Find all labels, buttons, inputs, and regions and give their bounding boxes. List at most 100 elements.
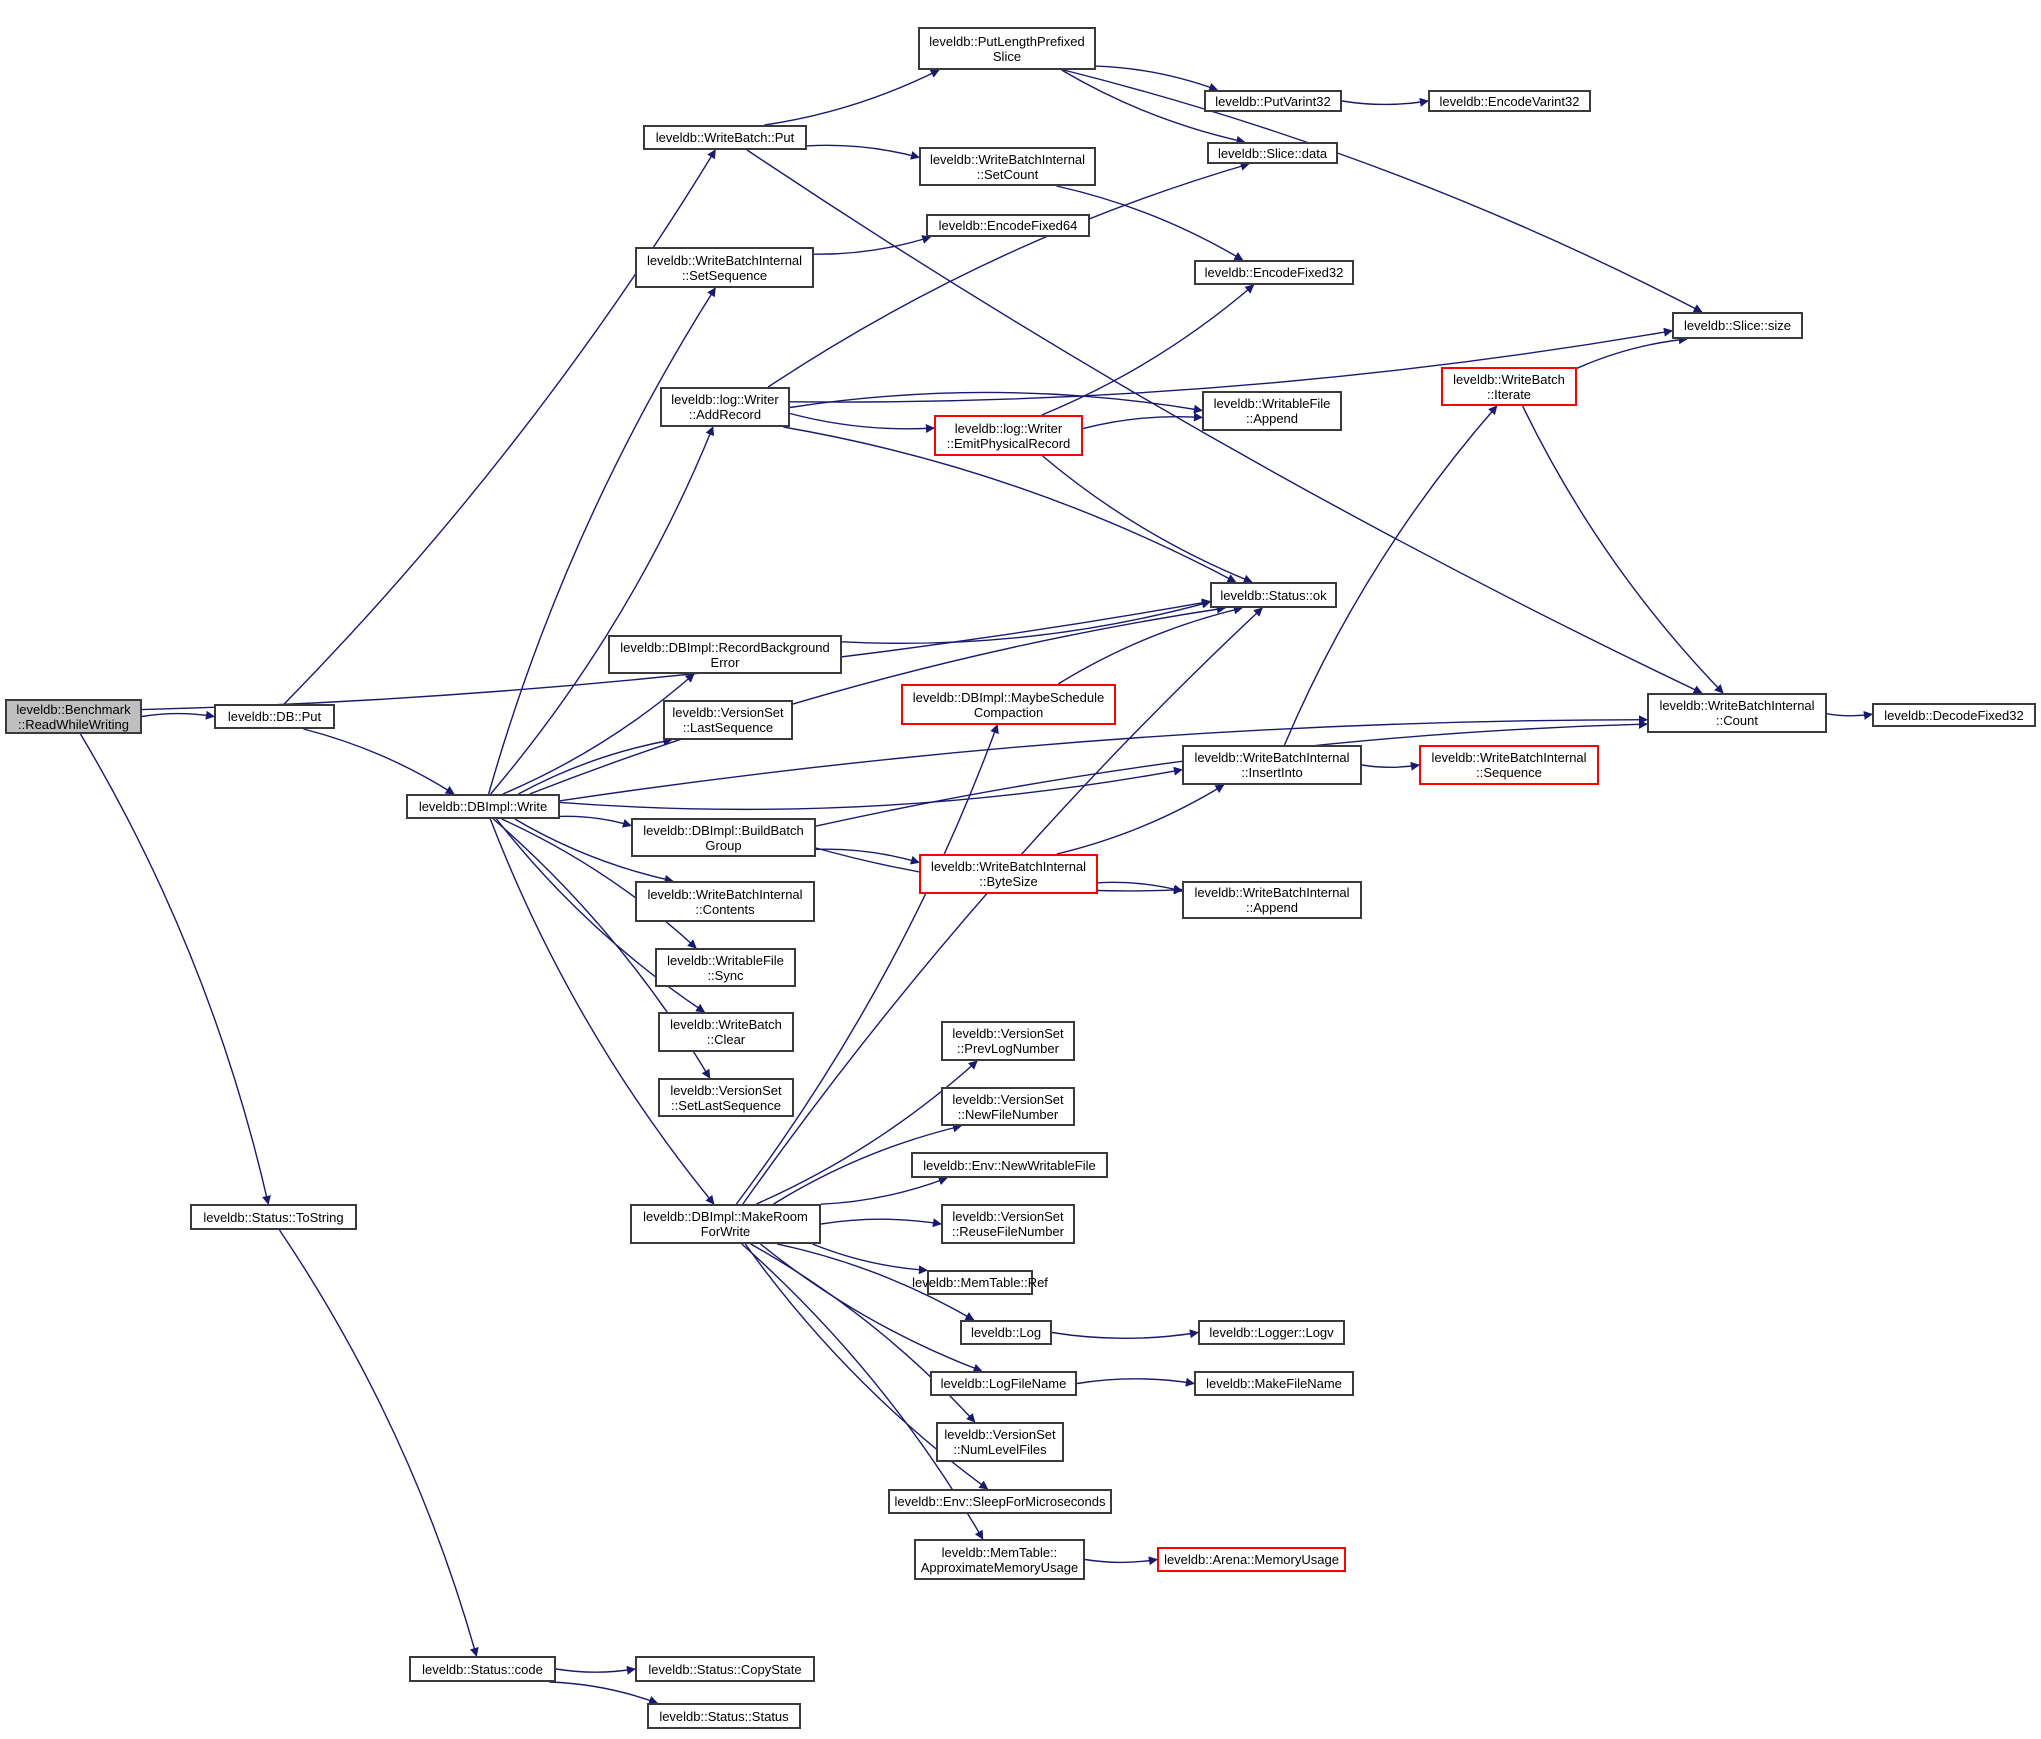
node-encodevarint32[interactable]: leveldb::EncodeVarint32 <box>1428 90 1591 112</box>
node-wbi-insertinto[interactable]: leveldb::WriteBatchInternal::InsertInto <box>1182 745 1362 785</box>
node-label-line: ::InsertInto <box>1241 765 1303 780</box>
node-status-copystate[interactable]: leveldb::Status::CopyState <box>635 1656 815 1682</box>
node-putvarint32[interactable]: leveldb::PutVarint32 <box>1204 90 1342 112</box>
node-writebatch-iterate[interactable]: leveldb::WriteBatch::Iterate <box>1441 367 1577 406</box>
node-label-line: leveldb::MemTable::Ref <box>912 1275 1048 1290</box>
edge-wbi_setcount-to-encodefixed32 <box>1056 185 1244 261</box>
node-decodefixed32[interactable]: leveldb::DecodeFixed32 <box>1872 703 2036 727</box>
edge-log_writer_emitphysicalrecord-to-writablefile_append <box>1082 412 1203 430</box>
node-writablefile-append[interactable]: leveldb::WritableFile::Append <box>1202 391 1342 431</box>
node-writebatch-clear[interactable]: leveldb::WriteBatch::Clear <box>658 1012 794 1052</box>
node-writablefile-sync[interactable]: leveldb::WritableFile::Sync <box>655 948 796 987</box>
edge-putlengthprefixedslice-to-putvarint32 <box>1095 65 1219 92</box>
edge-dbimpl_maybeschedulecompaction-to-status_ok <box>1057 605 1243 685</box>
edge-wbi_bytesize-to-wbi_insertinto <box>1056 784 1225 855</box>
node-label-line: leveldb::PutVarint32 <box>1215 93 1331 109</box>
node-db-put[interactable]: leveldb::DB::Put <box>214 704 335 729</box>
node-status-tostring[interactable]: leveldb::Status::ToString <box>190 1204 357 1230</box>
edge-status_code-to-status_status <box>549 1681 659 1705</box>
node-label: leveldb::DB::Put <box>228 709 321 724</box>
node-label-line: leveldb::WriteBatchInternal <box>1659 698 1815 713</box>
node-env-newwritablefile[interactable]: leveldb::Env::NewWritableFile <box>911 1152 1108 1178</box>
node-label-line: leveldb::Arena::MemoryUsage <box>1164 1552 1339 1567</box>
node-versionset-lastsequence[interactable]: leveldb::VersionSet::LastSequence <box>663 700 793 740</box>
node-versionset-setlastsequence[interactable]: leveldb::VersionSet::SetLastSequence <box>658 1078 794 1117</box>
edge-dbimpl_write-to-dbimpl_recordbackgrounderror <box>502 673 695 795</box>
node-wbi-contents[interactable]: leveldb::WriteBatchInternal::Contents <box>635 881 815 922</box>
edge-log_writer_addrecord-to-status_ok <box>783 426 1237 583</box>
node-status-code[interactable]: leveldb::Status::code <box>409 1656 556 1682</box>
node-wbi-setsequence[interactable]: leveldb::WriteBatchInternal::SetSequence <box>635 247 814 288</box>
edge-status_code-to-status_copystate <box>555 1665 636 1675</box>
node-label: leveldb::MemTable::Ref <box>912 1275 1048 1290</box>
node-label: leveldb::VersionSet::ReuseFileNumber <box>952 1209 1064 1239</box>
node-label: leveldb::Benchmark::ReadWhileWriting <box>16 702 130 732</box>
node-label: leveldb::WritableFile::Sync <box>667 953 784 983</box>
node-label: leveldb::WriteBatch::Iterate <box>1453 372 1565 402</box>
node-label-line: leveldb::WriteBatchInternal <box>1194 885 1350 900</box>
node-label: leveldb::Env::SleepForMicroseconds <box>895 1494 1106 1509</box>
node-slice-data[interactable]: leveldb::Slice::data <box>1207 142 1338 164</box>
node-slice-size[interactable]: leveldb::Slice::size <box>1672 312 1803 339</box>
node-label-line: Slice <box>992 48 1022 64</box>
edge-memtable_approximatememoryusage-to-arena_memoryusage <box>1084 1556 1158 1566</box>
node-label-line: leveldb::Logger::Logv <box>1209 1325 1334 1340</box>
node-label-line: ::AddRecord <box>688 407 762 422</box>
node-label-line: leveldb::Env::SleepForMicroseconds <box>894 1494 1106 1509</box>
node-encodefixed32[interactable]: leveldb::EncodeFixed32 <box>1194 260 1354 285</box>
node-label: leveldb::PutVarint32 <box>1215 94 1330 109</box>
node-label: leveldb::EncodeFixed64 <box>939 218 1078 233</box>
node-memtable-approximatememoryusage[interactable]: leveldb::MemTable::ApproximateMemoryUsag… <box>914 1539 1085 1580</box>
node-label: leveldb::Arena::MemoryUsage <box>1164 1552 1339 1567</box>
edge-wbi_count-to-decodefixed32 <box>1826 710 1873 720</box>
node-dbimpl-write[interactable]: leveldb::DBImpl::Write <box>406 794 560 819</box>
node-logger-logv[interactable]: leveldb::Logger::Logv <box>1198 1320 1345 1345</box>
edge-putlengthprefixedslice-to-slice_data <box>1061 69 1246 145</box>
node-versionset-numlevelfiles[interactable]: leveldb::VersionSet::NumLevelFiles <box>936 1422 1064 1462</box>
node-writebatch-put[interactable]: leveldb::WriteBatch::Put <box>643 125 807 150</box>
node-status-ok[interactable]: leveldb::Status::ok <box>1210 582 1337 608</box>
edge-log_writer_addrecord-to-slice_data <box>767 161 1250 388</box>
node-label: leveldb::Log <box>971 1325 1041 1340</box>
node-label: leveldb::EncodeVarint32 <box>1440 94 1580 109</box>
node-wbi-bytesize[interactable]: leveldb::WriteBatchInternal::ByteSize <box>919 854 1098 894</box>
node-label: leveldb::WriteBatchInternal::InsertInto <box>1194 750 1349 780</box>
node-label-line: leveldb::VersionSet <box>952 1026 1064 1041</box>
node-wbi-sequence[interactable]: leveldb::WriteBatchInternal::Sequence <box>1419 745 1599 785</box>
node-makefilename[interactable]: leveldb::MakeFileName <box>1194 1371 1354 1396</box>
node-label-line: leveldb::EncodeFixed32 <box>1204 265 1344 280</box>
node-versionset-prevlognumber[interactable]: leveldb::VersionSet::PrevLogNumber <box>941 1021 1075 1061</box>
node-status-status[interactable]: leveldb::Status::Status <box>647 1703 801 1729</box>
node-memtable-ref[interactable]: leveldb::MemTable::Ref <box>912 1270 1048 1295</box>
node-label-line: leveldb::WriteBatch <box>1453 371 1565 387</box>
node-env-sleepformicroseconds[interactable]: leveldb::Env::SleepForMicroseconds <box>888 1489 1112 1514</box>
node-wbi-setcount[interactable]: leveldb::WriteBatchInternal::SetCount <box>919 147 1096 186</box>
node-wbi-append[interactable]: leveldb::WriteBatchInternal::Append <box>1182 881 1362 919</box>
node-label-line: leveldb::EncodeVarint32 <box>1439 93 1580 109</box>
node-readwhilewriting: leveldb::Benchmark::ReadWhileWriting <box>5 699 142 734</box>
node-label: leveldb::WriteBatchInternal::Append <box>1194 885 1349 915</box>
node-label: leveldb::WriteBatchInternal::Sequence <box>1431 750 1586 780</box>
node-versionset-newfilenumber[interactable]: leveldb::VersionSet::NewFileNumber <box>941 1087 1075 1126</box>
node-label: leveldb::Status::code <box>422 1662 543 1677</box>
node-arena-memoryusage[interactable]: leveldb::Arena::MemoryUsage <box>1157 1547 1346 1572</box>
node-wbi-count[interactable]: leveldb::WriteBatchInternal::Count <box>1647 693 1827 733</box>
edge-dbimpl_write-to-writablefile_sync <box>501 818 697 949</box>
node-logfilename[interactable]: leveldb::LogFileName <box>930 1371 1077 1396</box>
node-log-writer-emitphysicalrecord[interactable]: leveldb::log::Writer::EmitPhysicalRecord <box>934 415 1083 456</box>
edge-dbimpl_makeroomforwrite-to-versionset_newfilenumber <box>773 1123 962 1205</box>
edge-log_writer_addrecord-to-writablefile_append <box>789 391 1203 414</box>
node-log-writer-addrecord[interactable]: leveldb::log::Writer::AddRecord <box>660 387 790 427</box>
node-label-line: ::ReadWhileWriting <box>17 716 129 732</box>
node-encodefixed64[interactable]: leveldb::EncodeFixed64 <box>926 214 1090 237</box>
node-label-line: ForWrite <box>700 1224 751 1239</box>
edge-log_writer_addrecord-to-log_writer_emitphysicalrecord <box>789 412 935 433</box>
node-versionset-reusefilenumber[interactable]: leveldb::VersionSet::ReuseFileNumber <box>941 1204 1075 1244</box>
edge-dbimpl_write-to-wbi_contents <box>514 818 674 884</box>
node-log[interactable]: leveldb::Log <box>960 1320 1052 1345</box>
